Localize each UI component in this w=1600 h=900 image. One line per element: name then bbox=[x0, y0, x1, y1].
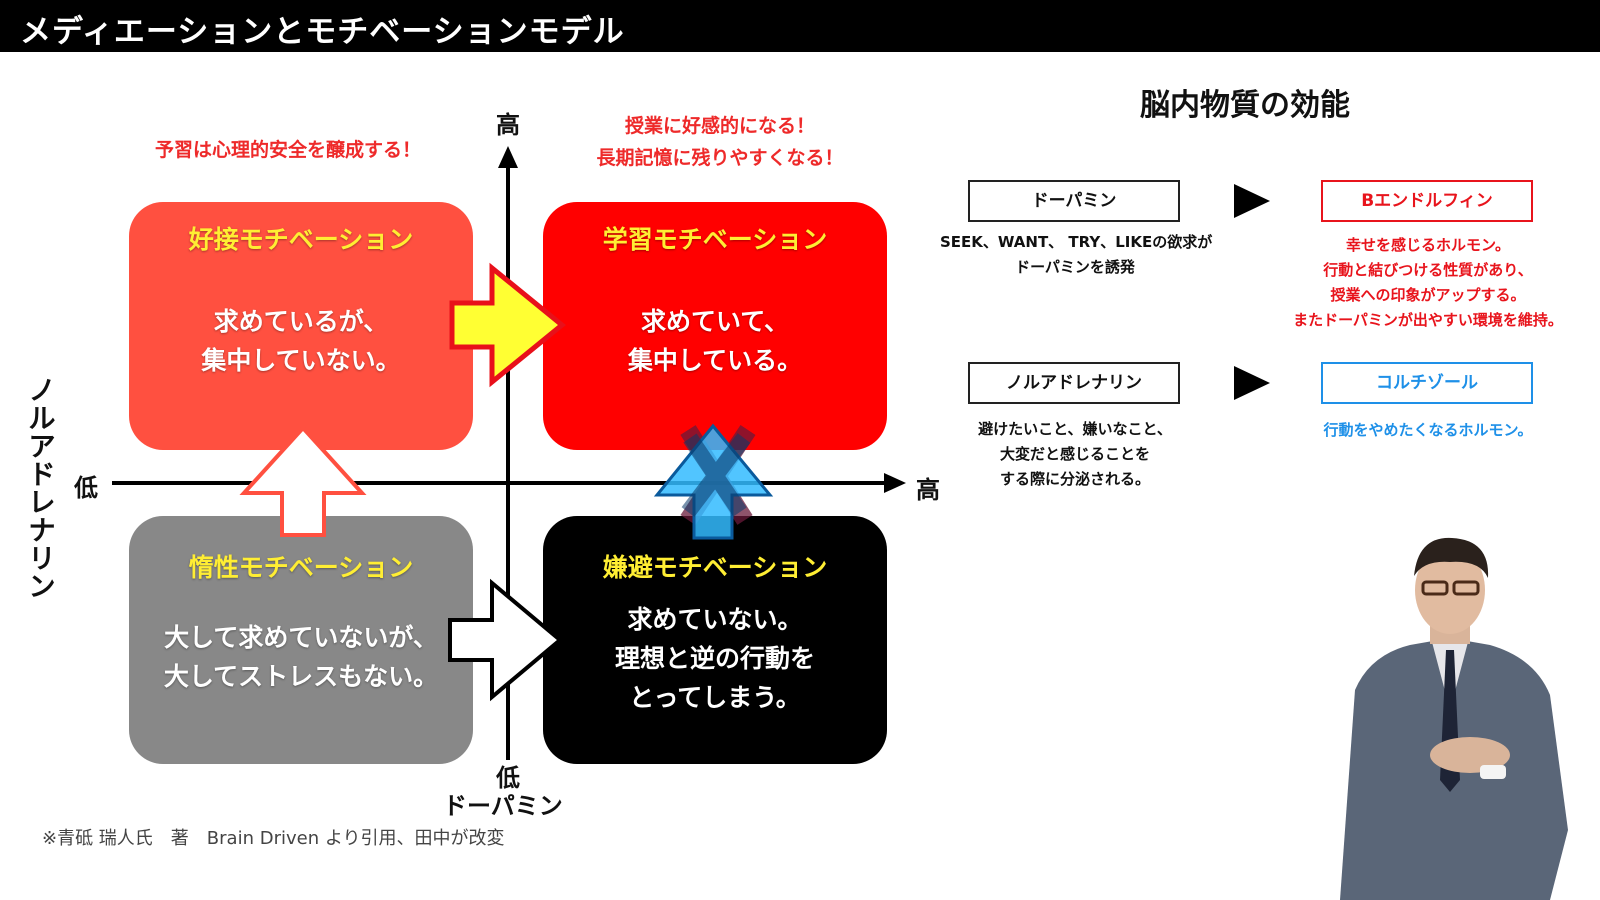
quadrant-inertia-motivation: 惰性モチベーション 大して求めていないが、 大してストレスもない。 bbox=[129, 516, 473, 764]
endorphin-box: Bエンドルフィン bbox=[1321, 180, 1533, 222]
quadrant-body-line: 集中していない。 bbox=[201, 346, 401, 375]
quadrant-title: 好接モチベーション bbox=[188, 225, 414, 254]
quadrant-body: 求めていて、 集中している。 bbox=[543, 302, 887, 380]
description-line: する際に分泌される。 bbox=[999, 470, 1150, 488]
y-low-label: 低 bbox=[496, 764, 520, 792]
brain-chemicals-title: 脳内物質の効能 bbox=[1140, 88, 1350, 123]
description-line: SEEK、WANT、 TRY、LIKEの欲求が bbox=[940, 233, 1213, 251]
noradrenaline-description: 避けたいこと、嫌いなこと、 大変だと感じることを する際に分泌される。 bbox=[940, 417, 1210, 492]
glasses-icon bbox=[1421, 580, 1449, 596]
y-high-label: 高 bbox=[496, 111, 520, 139]
top-left-note: 予習は心理的安全を醸成する！ bbox=[155, 139, 422, 161]
cross-mark-icon bbox=[681, 433, 751, 517]
quadrant-title: 惰性モチベーション bbox=[188, 553, 414, 582]
y-axis-title-char: ア bbox=[28, 432, 56, 463]
description-line: 行動をやめたくなるホルモン。 bbox=[1323, 421, 1533, 439]
quadrant-body-line: 求めていない。 bbox=[627, 605, 803, 634]
quadrant-avoidance-motivation: 嫌避モチベーション 求めていない。 理想と逆の行動を とってしまう。 bbox=[543, 516, 887, 764]
source-credit: ※青砥 瑞人氏 著 Brain Driven より引用、田中が改変 bbox=[42, 828, 505, 849]
description-line: 行動と結びつける性質があり、 bbox=[1323, 261, 1533, 279]
presenter-video bbox=[1340, 537, 1568, 900]
quadrant-body-line: 集中している。 bbox=[627, 346, 803, 375]
quadrant-title: 嫌避モチベーション bbox=[602, 553, 828, 582]
flow-arrows bbox=[239, 262, 774, 702]
presenter-hair bbox=[1414, 537, 1489, 578]
noradrenaline-box: ノルアドレナリン bbox=[968, 362, 1180, 404]
top-right-note: 授業に好感的になる！ 長期記憶に残りやすくなる！ bbox=[580, 110, 860, 174]
x-axis-title: ドーパミン bbox=[443, 792, 563, 820]
quadrant-body-line: 理想と逆の行動を bbox=[614, 644, 815, 673]
presenter-hand bbox=[1430, 737, 1510, 773]
description-line: 授業への印象がアップする。 bbox=[1330, 286, 1526, 304]
x-low-label: 低 bbox=[74, 474, 98, 502]
description-line: ドーパミンを誘発 bbox=[1015, 258, 1135, 276]
y-axis-title-char: ン bbox=[28, 572, 56, 603]
presenter-face bbox=[1415, 546, 1485, 634]
quadrant-title: 学習モチベーション bbox=[602, 225, 828, 254]
y-axis-title-char: ノ bbox=[28, 376, 56, 407]
quadrant-body: 大して求めていないが、 大してストレスもない。 bbox=[129, 618, 473, 696]
description-line: 幸せを感じるホルモン。 bbox=[1345, 236, 1511, 254]
top-right-note-line2: 長期記憶に残りやすくなる！ bbox=[596, 147, 844, 169]
up-arrow-icon bbox=[239, 425, 367, 537]
right-triangle-icon bbox=[1234, 184, 1270, 218]
right-triangle-icon bbox=[1234, 366, 1270, 400]
y-axis-title: ノルアドレナリン bbox=[22, 378, 62, 602]
y-axis-title-char: リ bbox=[28, 544, 56, 575]
right-arrow-icon bbox=[449, 262, 566, 388]
cortisol-description: 行動をやめたくなるホルモン。 bbox=[1300, 418, 1556, 443]
quadrant-body-line: 大して求めていないが、 bbox=[164, 623, 438, 652]
x-high-label: 高 bbox=[916, 476, 940, 504]
top-right-note-line1: 授業に好感的になる！ bbox=[624, 115, 815, 137]
quadrant-body-line: 求めていて、 bbox=[640, 307, 789, 336]
dopamine-description: SEEK、WANT、 TRY、LIKEの欲求が ドーパミンを誘発 bbox=[940, 230, 1213, 280]
quadrant-body: 求めていない。 理想と逆の行動を とってしまう。 bbox=[543, 600, 887, 717]
wristwatch-icon bbox=[1480, 765, 1506, 779]
quadrant-body-line: 大してストレスもない。 bbox=[163, 662, 439, 691]
quadrant-learning-motivation: 学習モチベーション 求めていて、 集中している。 bbox=[543, 202, 887, 450]
y-axis-title-char: ナ bbox=[28, 516, 56, 547]
y-axis-title-char: ド bbox=[28, 460, 56, 491]
endorphin-description: 幸せを感じるホルモン。 行動と結びつける性質があり、 授業への印象がアップする。… bbox=[1280, 233, 1576, 333]
dopamine-box: ドーパミン bbox=[968, 180, 1180, 222]
description-line: 大変だと感じることを bbox=[999, 445, 1150, 463]
title-bar bbox=[0, 0, 1600, 52]
y-axis-arrowhead bbox=[498, 146, 518, 168]
slide-title: メディエーションとモチベーションモデル bbox=[20, 14, 625, 50]
description-line: 避けたいこと、嫌いなこと、 bbox=[978, 420, 1172, 438]
y-axis-title-char: ル bbox=[28, 404, 56, 435]
right-arrow-icon bbox=[448, 578, 564, 702]
description-line: またドーパミンが出やすい環境を維持。 bbox=[1293, 311, 1563, 329]
quadrant-approach-motivation: 好接モチベーション 求めているが、 集中していない。 bbox=[129, 202, 473, 450]
x-axis-arrowhead bbox=[884, 473, 906, 493]
quadrant-body-line: とってしまう。 bbox=[629, 683, 801, 712]
cortisol-box: コルチゾール bbox=[1321, 362, 1533, 404]
quadrant-body-line: 求めているが、 bbox=[213, 307, 389, 336]
quadrant-body: 求めているが、 集中していない。 bbox=[129, 302, 473, 380]
y-axis-title-char: レ bbox=[28, 488, 56, 519]
